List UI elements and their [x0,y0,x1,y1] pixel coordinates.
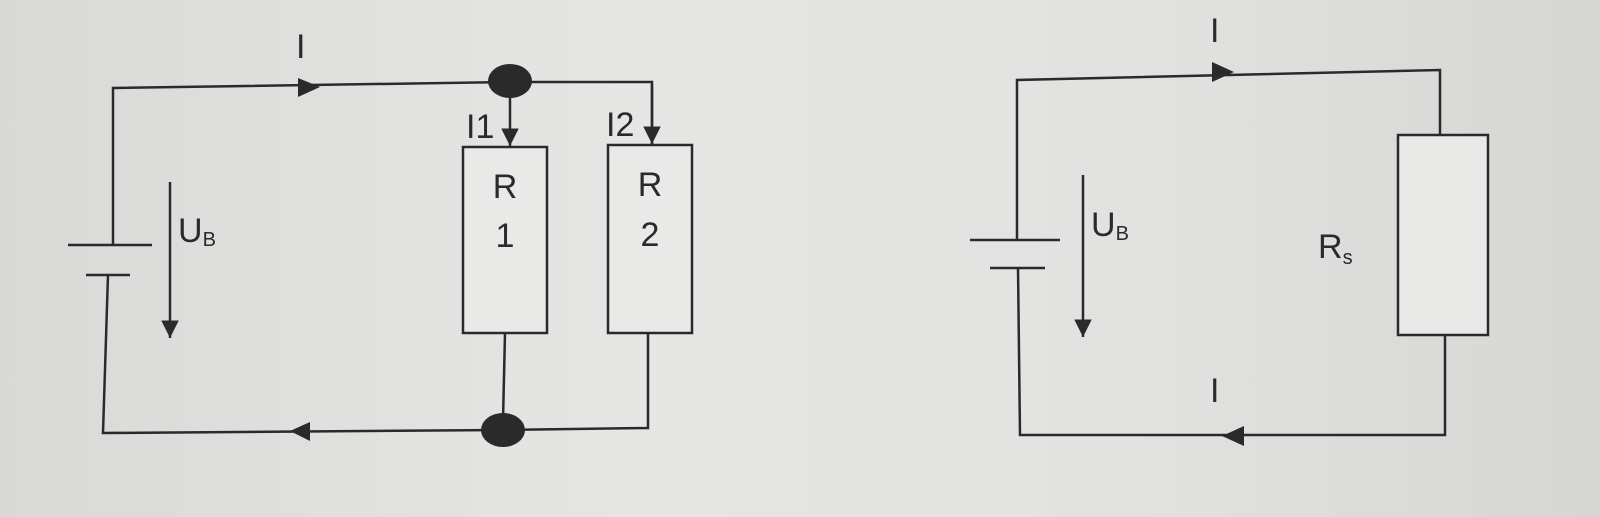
wire-r1-bottom [501,332,507,421]
resistor-r2-index: 2 [641,216,660,254]
current-arrow-top [298,78,320,97]
label-current-i: I [296,28,305,66]
wire-bottom-left [101,274,650,435]
resistor-r1-index: 1 [496,217,515,255]
junction-node-bottom [481,413,525,447]
parallel-circuit: I UB I1 I2 R 1 R 2 [68,28,694,447]
label-resistor-rs: Rs [1318,228,1353,269]
current-arrow-bottom-right [1222,426,1244,446]
resistor-r2 [606,143,694,335]
equivalent-circuit: I I UB Rs [970,12,1490,446]
label-current-i1: I1 [466,108,494,146]
resistor-r1 [461,145,549,335]
label-current-i2: I2 [606,106,634,144]
resistor-rs [1396,133,1490,337]
current-arrow-bottom [290,422,310,441]
resistor-r1-letter: R [493,168,518,206]
label-current-bottom: I [1210,372,1219,410]
label-voltage-right: UB [1091,206,1129,245]
wire-top-right [1015,68,1442,240]
label-voltage: UB [178,212,216,251]
current-arrow-top-right [1212,62,1234,82]
resistor-r2-letter: R [638,166,663,204]
junction-node-top [488,64,532,98]
label-current-top: I [1210,12,1219,50]
